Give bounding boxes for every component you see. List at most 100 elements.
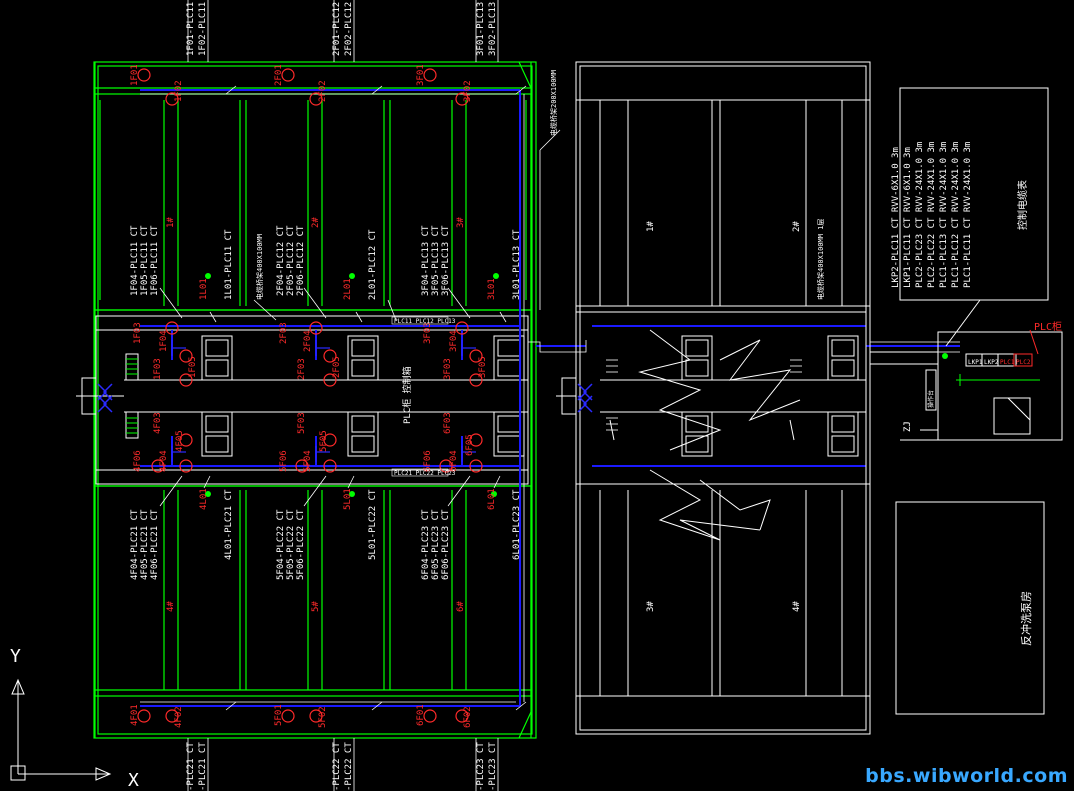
code-6f01: 6F01 bbox=[416, 704, 426, 726]
label-1l01-plc: 1L01-PLC11 CT bbox=[224, 229, 234, 300]
label-3l01: 3L01 bbox=[487, 278, 497, 300]
ucs-y-label: Y bbox=[10, 646, 21, 667]
code-4f02: 4F02 bbox=[174, 706, 184, 728]
leader-6f: -PLC23 CT bbox=[476, 742, 486, 791]
c-3f04: 3F04 bbox=[449, 330, 459, 352]
label-5f06: 5F06-PLC22 CT bbox=[296, 509, 306, 580]
control-room-red bbox=[1013, 329, 1039, 367]
zj-label: ZJ bbox=[903, 421, 913, 432]
c-4f06: 4F06 bbox=[133, 450, 143, 472]
room-1: 1# bbox=[166, 217, 176, 228]
c-5f06: 5F06 bbox=[279, 450, 289, 472]
c-2f03: 2F03 bbox=[279, 322, 289, 344]
label-1f04: 1F04-PLC11 CT bbox=[130, 225, 140, 296]
label-1f06: 1F06-PLC11 CT bbox=[150, 225, 160, 296]
label-4l01: 4L01 bbox=[199, 488, 209, 510]
label-6f04: 6F04-PLC23 CT bbox=[421, 509, 431, 580]
device-codes: 1F01 1F02 2F01 2F02 3F01 3F02 4F01 4F02 … bbox=[130, 64, 473, 728]
right-entry-blue bbox=[577, 383, 593, 413]
right-room-labels: 1# 2# 3# 4# bbox=[646, 221, 802, 612]
code-4f01: 4F01 bbox=[130, 704, 140, 726]
ucs-icon bbox=[10, 678, 112, 781]
tray-note-right: 电缆桥架400X100MM 1层 bbox=[816, 219, 825, 300]
watermark: bbs.wibworld.com bbox=[865, 765, 1068, 787]
label-2f05: 2F05-PLC12 CT bbox=[286, 225, 296, 296]
cable-row-4: PLC2-PLC22 CT RVV-24X1.0 3m bbox=[927, 142, 937, 288]
corridor-codes: 1F03 1F04 1F05 2F03 2F04 2F05 3F03 3F04 … bbox=[133, 322, 488, 472]
c-6f05: 6F05 bbox=[465, 434, 475, 456]
label-4l01-plc: 4L01-PLC21 CT bbox=[224, 489, 234, 560]
c-5f04: 5F04 bbox=[303, 450, 313, 472]
lower-room-labels: 4F04-PLC21 CT 4F05-PLC21 CT 4F06-PLC21 C… bbox=[130, 488, 522, 612]
label-2f06: 2F06-PLC12 CT bbox=[296, 225, 306, 296]
label-4f04: 4F04-PLC21 CT bbox=[130, 509, 140, 580]
cable-row-3: PLC2-PLC23 CT RVV-24X1.0 3m bbox=[915, 142, 925, 288]
cable-table: LKP2-PLC11 CT RVV-6X1.0 3m LKP1-PLC11 CT… bbox=[891, 142, 1029, 288]
room-3: 3# bbox=[456, 217, 466, 228]
leader-3f01: 3F01-PLC13 bbox=[476, 2, 486, 56]
c-6f03: 6F03 bbox=[443, 412, 453, 434]
code-2f01: 2F01 bbox=[274, 64, 284, 86]
room-4: 4# bbox=[166, 601, 176, 612]
label-3f05: 3F05-PLC13 CT bbox=[431, 225, 441, 296]
leader-3f02: 3F02-PLC13 bbox=[488, 2, 498, 56]
code-2f02: 2F02 bbox=[318, 80, 328, 102]
entry-blue bbox=[97, 383, 113, 413]
c-3f03b: 3F03 bbox=[443, 358, 453, 380]
bottom-leader-labels: -PLC21 CT -PLC21 CT -PLC22 CT -PLC22 CT … bbox=[186, 742, 498, 791]
label-5l01-plc: 5L01-PLC22 CT bbox=[368, 489, 378, 560]
console-note: 操作台 bbox=[927, 390, 935, 408]
c-3f03: 3F03 bbox=[423, 322, 433, 344]
cable-row-7: PLC1-PLC11 CT RVV-24X1.0 3m bbox=[963, 142, 973, 288]
c-1f05: 1F05 bbox=[188, 356, 198, 378]
code-3f01: 3F01 bbox=[416, 64, 426, 86]
ucs-x-label: X bbox=[128, 770, 139, 791]
right-stairs bbox=[606, 359, 802, 431]
c-6f06: 6F06 bbox=[423, 450, 433, 472]
c-4f04: 4F04 bbox=[159, 450, 169, 472]
c-1f03: 1F03 bbox=[133, 322, 143, 344]
tray-note-left: 电缆桥架200X100MM bbox=[549, 70, 558, 136]
room-6: 6# bbox=[456, 601, 466, 612]
c-1f04: 1F04 bbox=[159, 330, 169, 352]
plc-cabinet-tag: PLC柜 bbox=[1034, 320, 1062, 333]
c-6f04: 6F04 bbox=[449, 450, 459, 472]
c-5f03: 5F03 bbox=[297, 412, 307, 434]
label-3l01-plc: 3L01-PLC13 CT bbox=[512, 229, 522, 300]
tray-notes: 电缆桥架200X100MM 电缆桥架400X100MM 电缆桥架400X100M… bbox=[255, 70, 825, 300]
label-6l01-plc: 6L01-PLC23 CT bbox=[512, 489, 522, 560]
c-2f05: 2F05 bbox=[332, 356, 342, 378]
label-5f05: 5F05-PLC22 CT bbox=[286, 509, 296, 580]
c-4f05: 4F05 bbox=[175, 430, 185, 452]
c-2f04: 2F04 bbox=[303, 330, 313, 352]
label-6l01: 6L01 bbox=[487, 488, 497, 510]
code-1f02: 1F02 bbox=[174, 80, 184, 102]
label-5l01: 5L01 bbox=[343, 488, 353, 510]
label-6f05: 6F05-PLC23 CT bbox=[431, 509, 441, 580]
cable-trays bbox=[140, 89, 960, 707]
label-5f04: 5F04-PLC22 CT bbox=[276, 509, 286, 580]
leader-4f: -PLC21 CT bbox=[186, 742, 196, 791]
leader-lines bbox=[159, 0, 527, 791]
cab-lkp2: LKP2 bbox=[984, 359, 999, 366]
right-building bbox=[556, 61, 871, 735]
leader-6f-b: -PLC23 CT bbox=[488, 742, 498, 791]
tag-lower: PLC21 PLC22 PLC23 bbox=[394, 470, 456, 477]
cable-row-2: LKP1-PLC11 CT RVV-6X1.0 3m bbox=[903, 147, 913, 288]
leader-1f01: 1F01-PLC11 CT bbox=[186, 0, 196, 56]
leader-2f01: 2F01-PLC12 bbox=[332, 2, 342, 56]
cab-plc1: PLC1 bbox=[1000, 359, 1015, 366]
leader-2f02: 2F02-PLC12 bbox=[344, 2, 354, 56]
lower-box-title: 反冲洗泵房 bbox=[1019, 591, 1033, 646]
cable-row-6: PLC1-PLC12 CT RVV-24X1.0 3m bbox=[951, 142, 961, 288]
right-room-3: 3# bbox=[646, 601, 656, 612]
cab-lkp1: LKP1 bbox=[968, 359, 983, 366]
label-4f05: 4F05-PLC21 CT bbox=[140, 509, 150, 580]
label-1l01: 1L01 bbox=[199, 278, 209, 300]
label-2l01: 2L01 bbox=[343, 278, 353, 300]
room-5: 5# bbox=[311, 601, 321, 612]
left-building-walls bbox=[93, 61, 537, 739]
right-room-2: 2# bbox=[792, 221, 802, 232]
leader-4f-b: -PLC21 CT bbox=[198, 742, 208, 791]
room-2: 2# bbox=[311, 217, 321, 228]
